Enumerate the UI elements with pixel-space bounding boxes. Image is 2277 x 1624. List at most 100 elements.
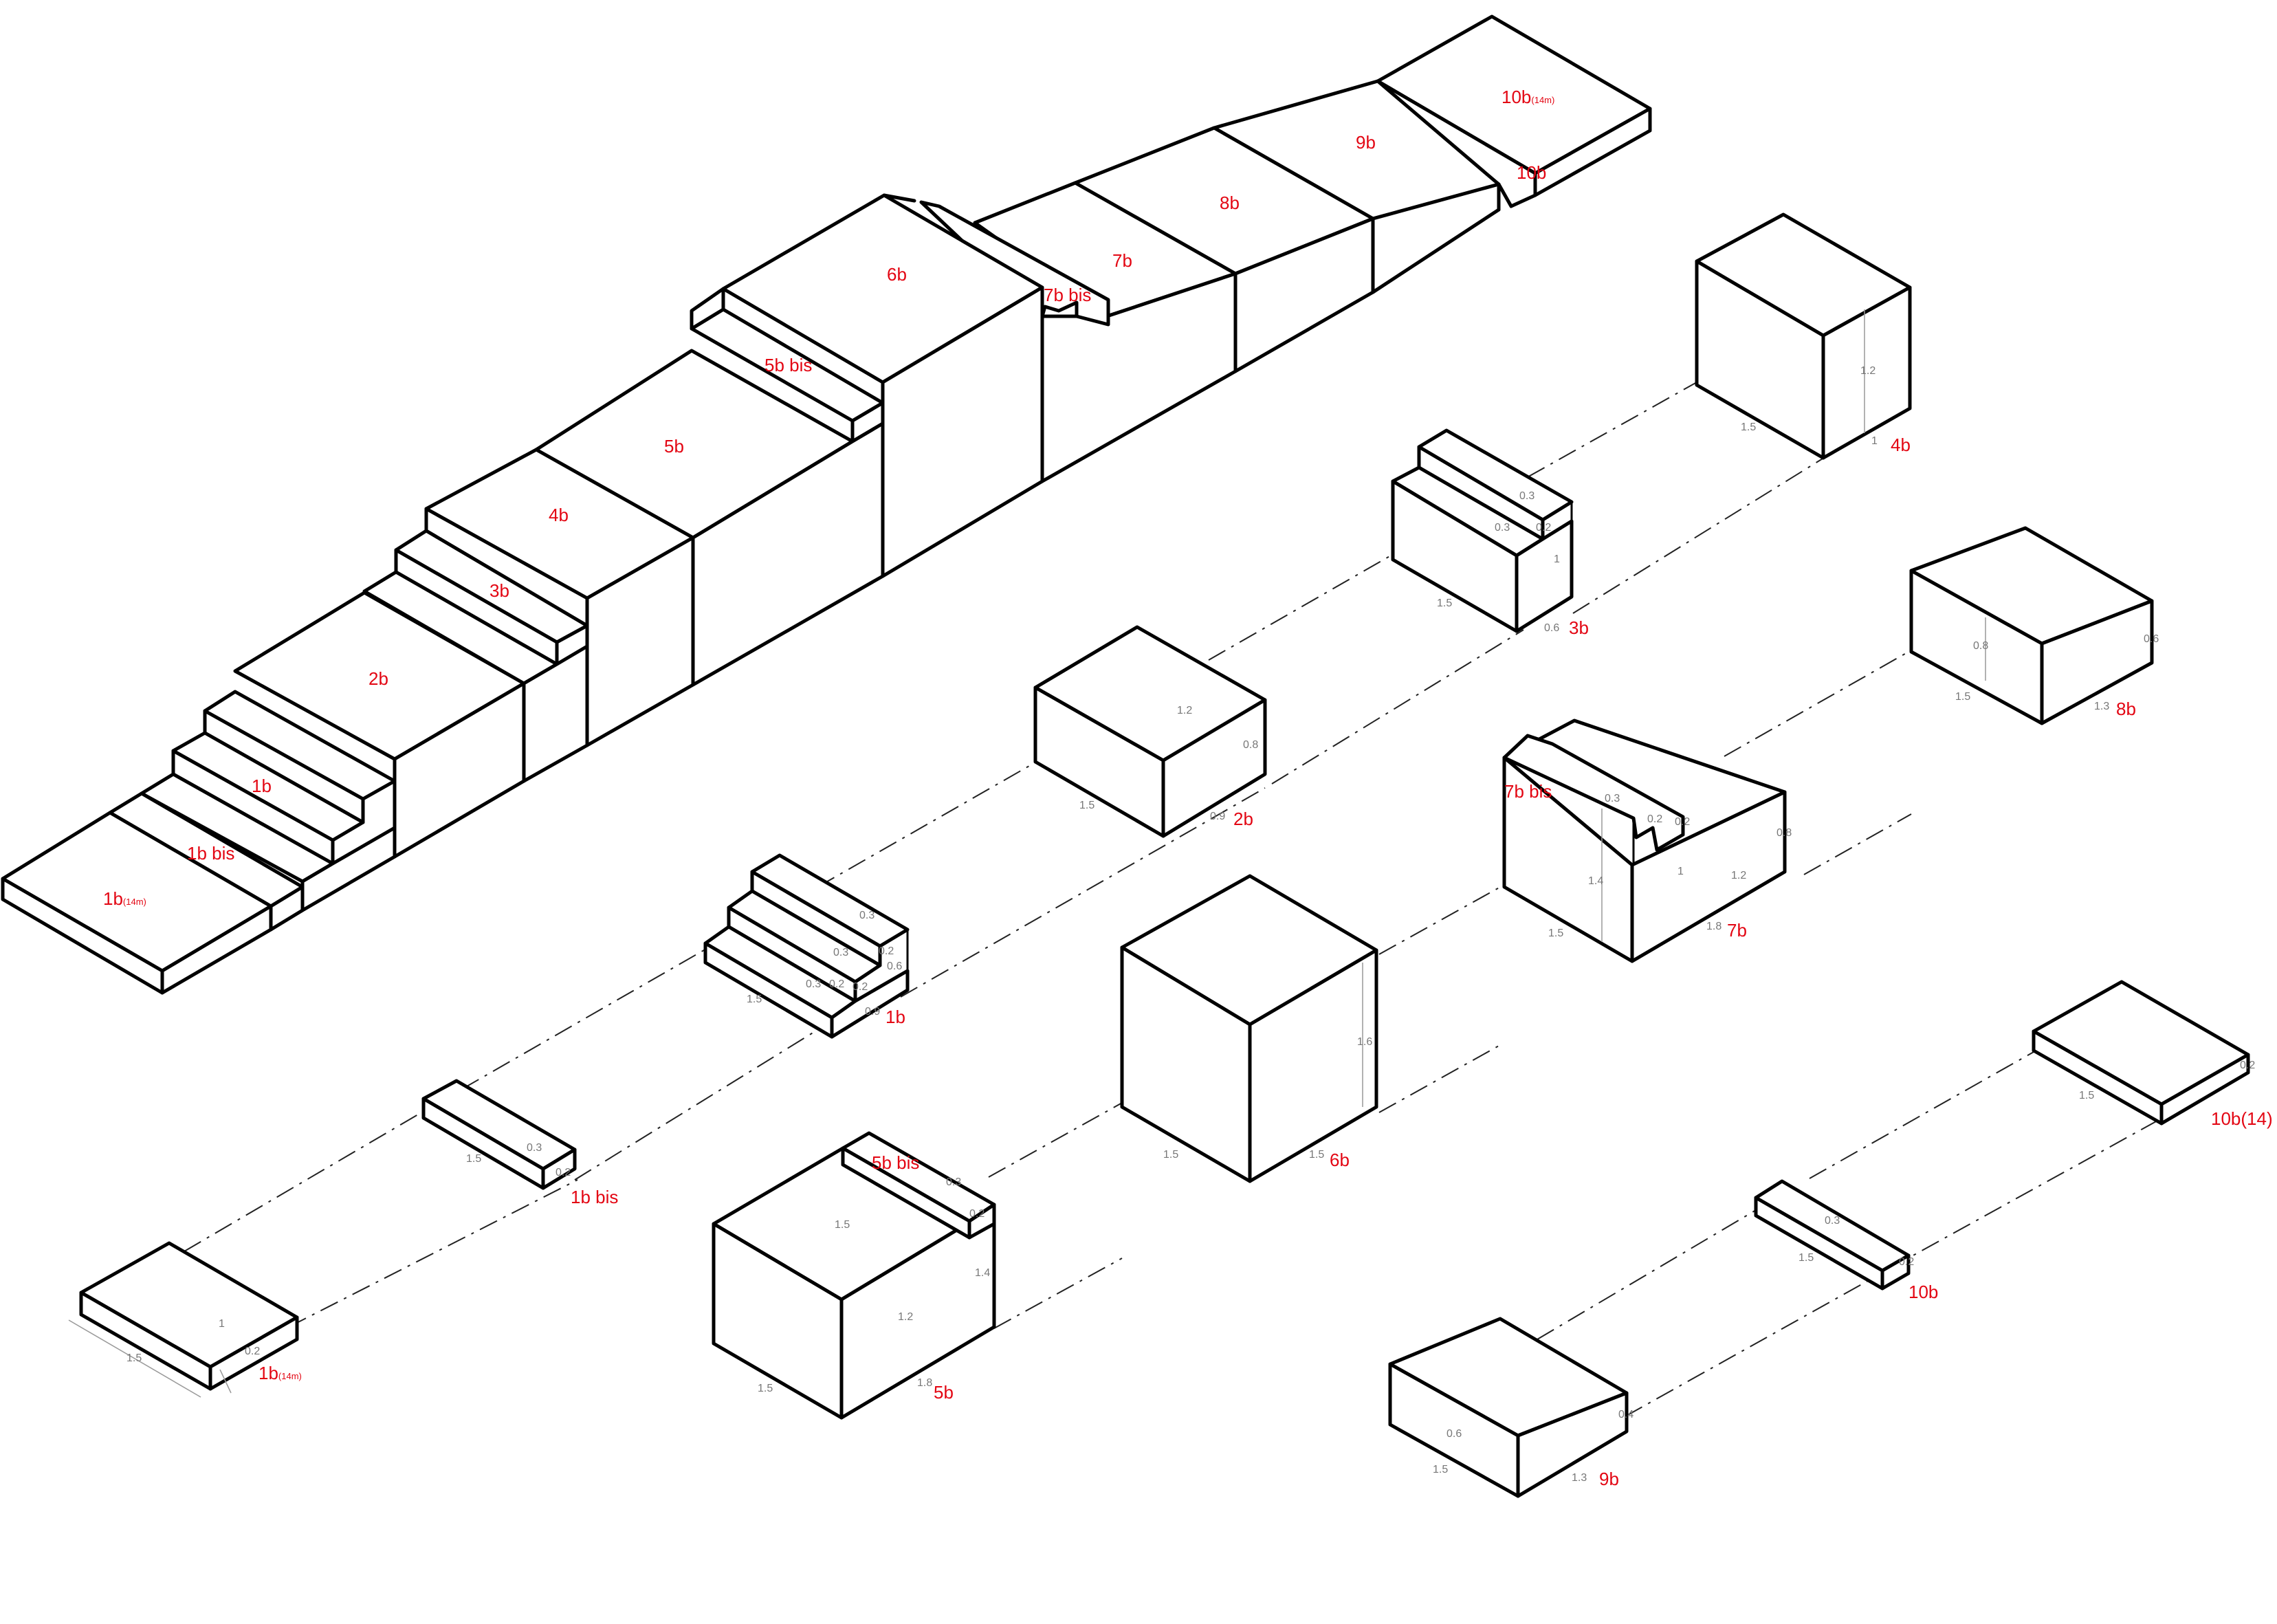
guide-lines [184, 382, 2158, 1417]
dim-depth: 0.3 [527, 1142, 542, 1154]
piece-label: 2b [1233, 809, 1253, 829]
dim-total-height: 1.4 [975, 1267, 990, 1279]
dim-length: 1.5 [126, 1352, 142, 1364]
piece-label: 5b [934, 1382, 954, 1403]
dim-tread-1: 0.3 [859, 910, 874, 921]
dim-height: 1.2 [898, 1311, 913, 1323]
dim-tread-2: 0.3 [833, 947, 848, 958]
piece-label: 7b [1727, 920, 1747, 941]
label-1b-14m: 1b(14m) [103, 888, 146, 909]
label-7b: 7b [1112, 250, 1132, 271]
dim-length: 1.5 [1163, 1149, 1178, 1161]
piece-label: 1b [886, 1007, 905, 1027]
dim-tread-low: 0.3 [1495, 522, 1510, 534]
label-1b: 1b [252, 776, 272, 796]
label-9b: 9b [1356, 132, 1376, 153]
piece-label: 1b(14m) [258, 1363, 302, 1383]
dim-length: 1.5 [758, 1383, 773, 1394]
dim-height: 1 [1554, 553, 1560, 565]
dim-tread-3: 0.3 [806, 978, 821, 990]
dim-length: 1.5 [1548, 928, 1563, 939]
dim-depth: 1.5 [835, 1219, 850, 1231]
piece-7b: 7b bis 0.3 0.2 0.2 1.4 1 0.8 1.2 1.5 1.8… [1502, 718, 1792, 963]
label-6b: 6b [887, 264, 907, 285]
dim-length: 1.5 [1955, 691, 1970, 703]
dim-depth: 1.5 [1309, 1149, 1324, 1161]
piece-label-bis: 5b bis [872, 1152, 919, 1173]
dim-riser-1: 0.2 [879, 945, 894, 957]
label-2b: 2b [368, 668, 388, 689]
dim-width: 1.8 [917, 1377, 932, 1389]
piece-1b: 0.3 0.2 0.3 0.2 0.3 0.2 0.6 1.5 0.9 1b [703, 853, 910, 1039]
dim-depth: 0.6 [1544, 622, 1559, 634]
piece-6b: 1.6 1.5 1.5 6b [1120, 874, 1378, 1183]
dim-height: 0.6 [887, 961, 902, 972]
dim-end-height: 0.8 [1776, 827, 1792, 839]
dim-height: 0.2 [556, 1167, 571, 1178]
dim-height-b: 0.2 [1675, 816, 1690, 828]
dim-depth: 1.8 [1706, 921, 1722, 932]
dim-riser-2: 0.2 [852, 981, 868, 993]
dim-length: 1.5 [1433, 1464, 1448, 1475]
block-1b [140, 690, 397, 912]
dim-riser-3: 0.2 [829, 978, 844, 990]
piece-label: 1b bis [571, 1187, 618, 1207]
label-4b: 4b [549, 505, 569, 525]
piece-1b-14m: 1.5 1 0.2 1b(14m) [68, 1241, 302, 1398]
piece-label-bis: 7b bis [1504, 781, 1552, 802]
block-6b [721, 193, 1044, 578]
piece-label: 4b [1891, 435, 1911, 455]
dim-depth: 1.3 [2094, 701, 2109, 712]
dim-length: 1.5 [1437, 597, 1452, 609]
block-4b [424, 448, 695, 747]
block-1b-14m [1, 811, 273, 995]
dim-riser: 0.2 [1536, 522, 1551, 534]
dim-low-height: 1 [1678, 866, 1684, 877]
dim-height: 0.2 [2240, 1060, 2255, 1071]
piece-2b: 1.2 0.8 1.5 0.9 2b [1033, 625, 1267, 838]
piece-5b-bis: 5b 5b bis 0.3 0.2 [872, 1152, 984, 1220]
piece-10b-14: 1.5 0.2 10b(14) [2032, 980, 2273, 1129]
label-3b: 3b [490, 580, 509, 601]
piece-4b: 1.2 1.5 1 4b [1695, 212, 1912, 460]
piece-10b: 0.3 1.5 0.2 10b [1754, 1179, 1938, 1302]
assembled-structure: 1b(14m) 1b bis 1b 2b 3b 4b 5b 5b bis 6b … [1, 14, 1652, 995]
label-5b-bis: 5b bis [764, 355, 812, 375]
dim-depth: 1.2 [1177, 705, 1192, 716]
dim-end-height: 0.6 [2144, 633, 2159, 645]
piece-label: 10b(14) [2211, 1108, 2273, 1129]
dim-length: 1.5 [747, 994, 762, 1005]
dim-slope: 1.2 [1731, 870, 1746, 881]
dim-height: 1.6 [1357, 1036, 1372, 1048]
dim-depth: 1 [1871, 435, 1878, 447]
block-3b [362, 529, 589, 783]
dim-depth: 0.9 [865, 1006, 880, 1018]
label-10b: 10b [1517, 162, 1546, 183]
dim-length: 1.5 [1798, 1252, 1814, 1264]
piece-9b: 0.6 0.4 1.5 1.3 9b [1388, 1317, 1634, 1498]
piece-1b-bis: 1.5 0.3 0.2 1b bis [421, 1079, 618, 1207]
label-5b: 5b [664, 436, 684, 457]
piece-3b: 0.3 0.3 0.2 1 1.5 0.6 3b [1391, 428, 1589, 638]
dim-height: 0.8 [1973, 640, 1988, 652]
dim-end-height: 0.4 [1618, 1409, 1634, 1420]
dim-depth: 1 [219, 1318, 225, 1330]
dim-width: 0.3 [1605, 793, 1620, 804]
dim-height: 0.6 [1446, 1428, 1462, 1440]
label-1b-bis: 1b bis [187, 843, 234, 864]
dim-height: 0.2 [245, 1346, 260, 1357]
dim-width: 0.9 [1210, 811, 1225, 822]
block-2b [233, 591, 526, 859]
dim-height: 0.2 [969, 1208, 984, 1220]
dim-length: 1.5 [1079, 800, 1094, 811]
dim-length: 1.5 [466, 1153, 481, 1165]
piece-label: 9b [1599, 1469, 1619, 1489]
dim-tread-top: 0.3 [1519, 490, 1534, 502]
dim-height: 0.2 [1899, 1256, 1914, 1268]
dim-depth: 0.3 [1825, 1215, 1840, 1227]
dim-length: 1.5 [2079, 1090, 2094, 1101]
piece-label: 8b [2116, 699, 2136, 719]
piece-label: 10b [1908, 1282, 1938, 1302]
dim-height: 1.4 [1588, 875, 1603, 887]
